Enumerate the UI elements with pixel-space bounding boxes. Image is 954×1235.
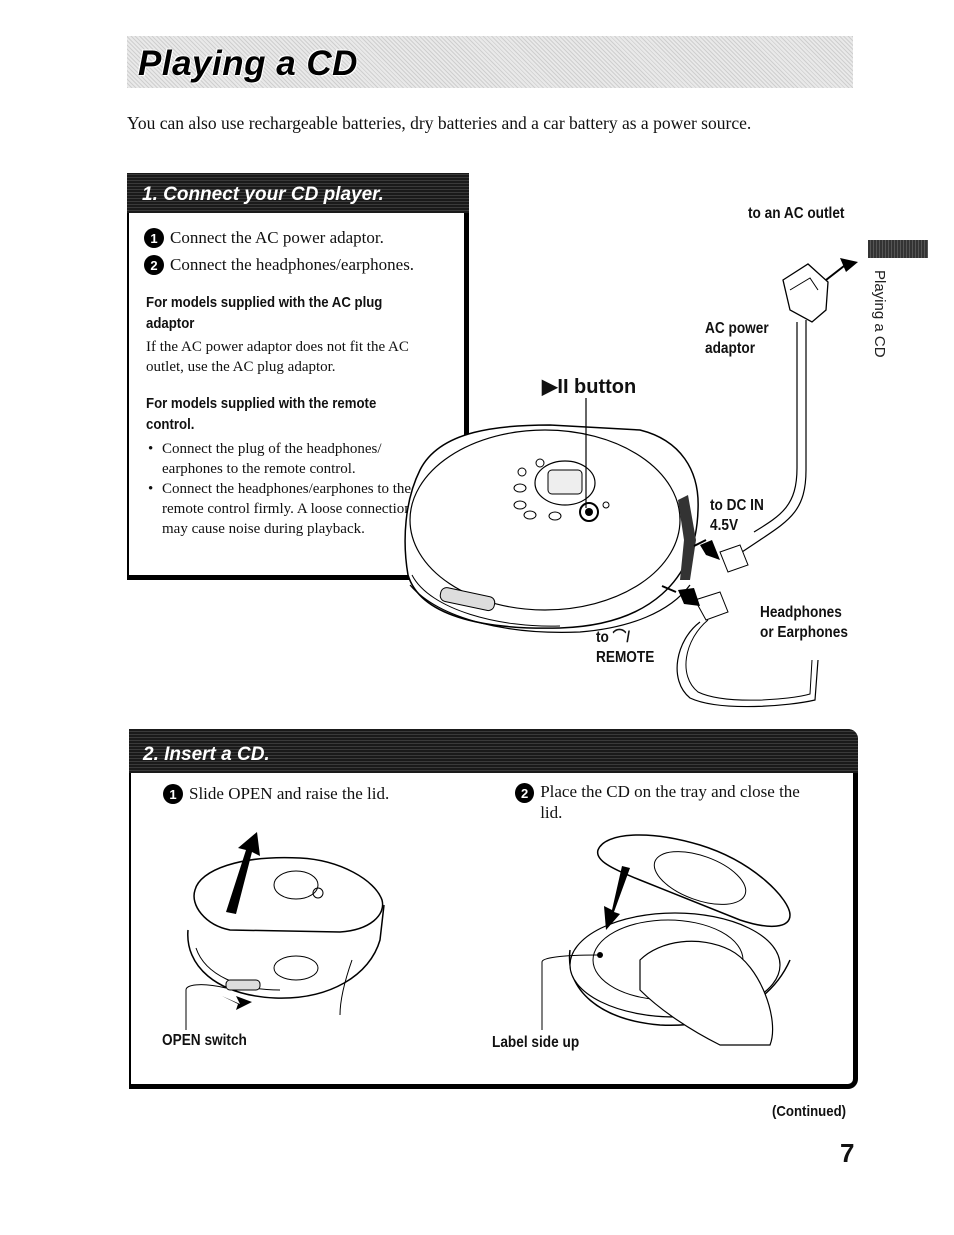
section1-step-2: 2 Connect the headphones/earphones. bbox=[144, 255, 414, 275]
section1-step-1: 1 Connect the AC power adaptor. bbox=[144, 228, 384, 248]
step-number-icon: 2 bbox=[144, 255, 164, 275]
label-side-up-label: Label side up bbox=[492, 1034, 580, 1051]
remote-jack-label: to ⌒/ REMOTE bbox=[596, 629, 655, 666]
headphones-label: Headphones or Earphones bbox=[760, 604, 848, 641]
intro-text: You can also use rechargeable batteries,… bbox=[127, 113, 752, 133]
step-number-icon: 2 bbox=[515, 783, 535, 803]
page-title: Playing a CD bbox=[138, 44, 358, 83]
step-number-icon: 1 bbox=[144, 228, 164, 248]
step-text: Connect the headphones/earphones. bbox=[170, 255, 415, 274]
ac-outlet-label: to an AC outlet bbox=[748, 205, 845, 222]
play-pause-button-label: ▶II button bbox=[542, 376, 637, 398]
side-tab-label: Playing a CD bbox=[871, 270, 888, 358]
step-text: Connect the AC power adaptor. bbox=[170, 228, 384, 247]
continued-label: (Continued) bbox=[772, 1103, 847, 1120]
step-text: Place the CD on the tray and close the l… bbox=[540, 782, 800, 822]
page-number: 7 bbox=[840, 1138, 855, 1168]
step-number-icon: 1 bbox=[163, 784, 183, 804]
ac-plug-text: If the AC power adaptor does not fit the… bbox=[146, 339, 409, 375]
remote-bullet-list: Connect the plug of the headphones/ earp… bbox=[146, 439, 414, 539]
section2-heading: 2. Insert a CD. bbox=[143, 744, 270, 765]
dc-in-label: to DC IN 4.5V bbox=[710, 497, 764, 534]
title-band bbox=[127, 36, 853, 88]
open-switch-label: OPEN switch bbox=[162, 1032, 247, 1049]
list-item: Connect the headphones/earphones to the … bbox=[146, 479, 414, 539]
remote-heading: For models supplied with the remote cont… bbox=[146, 395, 377, 433]
section2-step-1: 1 Slide OPEN and raise the lid. bbox=[163, 784, 389, 804]
side-tab-marker bbox=[868, 240, 928, 258]
ac-plug-heading: For models supplied with the AC plug ada… bbox=[146, 294, 383, 332]
section2-header bbox=[129, 729, 858, 773]
step-text: Slide OPEN and raise the lid. bbox=[189, 784, 390, 803]
list-item: Connect the plug of the headphones/ earp… bbox=[146, 439, 414, 479]
section1-heading: 1. Connect your CD player. bbox=[142, 184, 384, 205]
ac-adaptor-label: AC power adaptor bbox=[705, 320, 769, 357]
section1-header bbox=[127, 173, 469, 213]
section2-step-2: 2 Place the CD on the tray and close the… bbox=[515, 781, 815, 823]
